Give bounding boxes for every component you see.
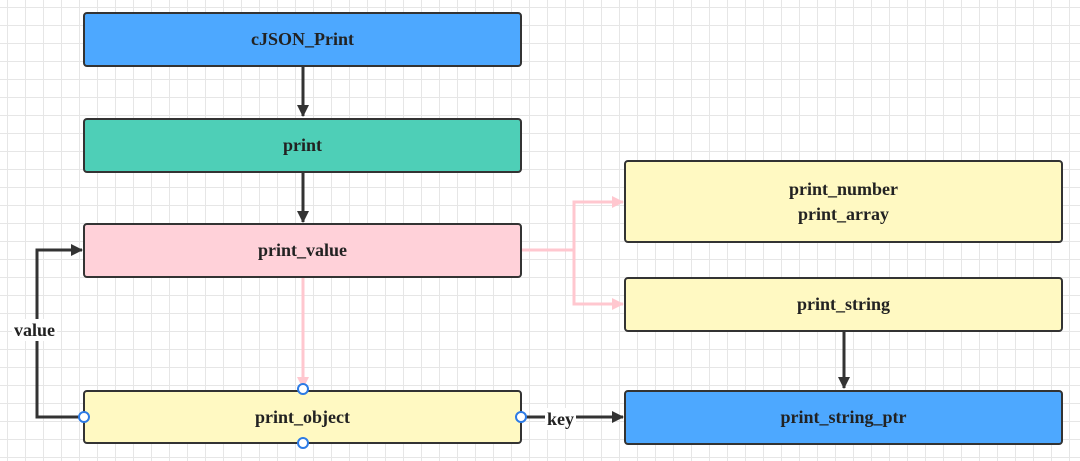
edge-label-key: key [545, 408, 576, 430]
connection-handle-left[interactable] [78, 411, 90, 423]
node-print-number-array[interactable]: print_number print_array [624, 160, 1063, 243]
node-label-line-1: print_number [788, 178, 898, 199]
node-label: print_string_ptr [780, 407, 907, 427]
node-print-value[interactable]: print_value [83, 223, 522, 278]
node-cjson-print[interactable]: cJSON_Print [83, 12, 522, 67]
node-label-line-2: print_array [798, 203, 889, 224]
edge-print-value-to-print-number[interactable] [522, 196, 624, 252]
node-label: print_object [255, 406, 350, 427]
node-label: cJSON_Print [251, 29, 354, 49]
node-label: print_value [257, 240, 347, 260]
node-label: print [282, 135, 322, 155]
connection-handle-right[interactable] [515, 411, 527, 423]
edge-print-value-to-print-string[interactable] [572, 250, 624, 310]
node-print-object[interactable]: print_object [83, 390, 522, 444]
node-label: print_string [796, 294, 890, 314]
connection-handle-top[interactable] [297, 383, 309, 395]
connection-handle-bottom[interactable] [297, 437, 309, 449]
node-print[interactable]: print [83, 118, 522, 173]
node-print-string[interactable]: print_string [624, 277, 1063, 332]
edge-label-value: value [12, 319, 58, 341]
node-print-string-ptr[interactable]: print_string_ptr [624, 390, 1063, 445]
